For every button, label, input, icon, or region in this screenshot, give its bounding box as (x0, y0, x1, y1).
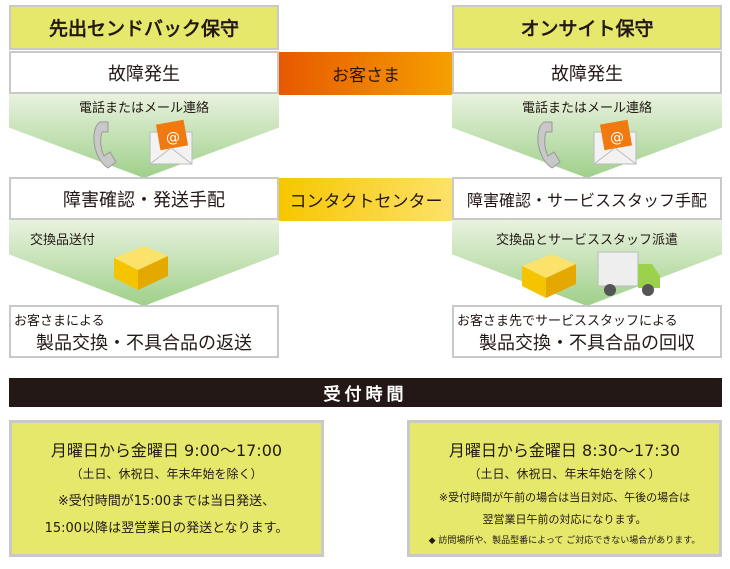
contact-center-band: コンタクトセンター (279, 178, 453, 221)
right-hours-line3: ※受付時間が午前の場合は当日対応、午後の場合は (438, 491, 691, 504)
right-step-confirm: 障害確認・サービススタッフ手配 (452, 177, 722, 220)
right-ship-label: 交換品とサービススタッフ派遣 (495, 233, 678, 248)
right-step-failure: 故障発生 (452, 51, 722, 94)
right-hours-line4: 翌営業日午前の対応になります。 (482, 513, 647, 526)
left-hours-box: 月曜日から金曜日 9:00～17:00 （土日、休祝日、年末年始を除く） ※受付… (9, 420, 324, 557)
left-ship-label: 交換品送付 (30, 233, 96, 248)
left-hours-line2: （土日、休祝日、年末年始を除く） (70, 467, 263, 481)
right-final-main: 製品交換・不具合品の回収 (479, 333, 695, 354)
hours-title: 受付時間 (9, 378, 722, 407)
customer-band: お客さま (279, 52, 453, 95)
right-hours-box: 月曜日から金曜日 8:30～17:30 （土日、休祝日、年末年始を除く） ※受付… (407, 420, 722, 557)
left-title: 先出センドバック保守 (9, 5, 279, 50)
phone-icon (537, 121, 561, 169)
left-final-small: お客さまによる (14, 314, 105, 329)
right-hours-line1: 月曜日から金曜日 8:30～17:30 (448, 441, 681, 460)
right-final-small: お客さま先でサービススタッフによる (457, 314, 678, 329)
left-final-main: 製品交換・不具合品の返送 (36, 333, 252, 354)
package-icon (522, 254, 576, 298)
truck-icon (597, 251, 660, 296)
package-icon (114, 246, 168, 290)
left-hours-line1: 月曜日から金曜日 9:00～17:00 (50, 441, 283, 460)
email-icon: @ (149, 119, 193, 165)
email-icon: @ (593, 119, 637, 165)
left-contact-label: 電話またはメール連絡 (78, 101, 209, 116)
left-step-failure: 故障発生 (9, 51, 279, 94)
right-contact-label: 電話またはメール連絡 (521, 101, 652, 116)
phone-icon (93, 121, 117, 169)
left-step-confirm: 障害確認・発送手配 (9, 177, 279, 220)
svg-text:@: @ (610, 130, 624, 146)
left-final-box: お客さまによる 製品交換・不具合品の返送 (9, 305, 279, 358)
right-final-box: お客さま先でサービススタッフによる 製品交換・不具合品の回収 (452, 305, 722, 358)
svg-text:@: @ (166, 130, 180, 146)
left-hours-line3: ※受付時間が15:00までは当日発送、 (57, 494, 276, 509)
left-hours-line4: 15:00以降は翌営業日の発送となります。 (44, 521, 289, 536)
right-hours-line2: （土日、休祝日、年末年始を除く） (468, 467, 661, 481)
right-title: オンサイト保守 (452, 5, 722, 50)
right-hours-note: ◆ 訪問場所や、製品型番によって ご対応できない場合があります。 (428, 536, 701, 546)
